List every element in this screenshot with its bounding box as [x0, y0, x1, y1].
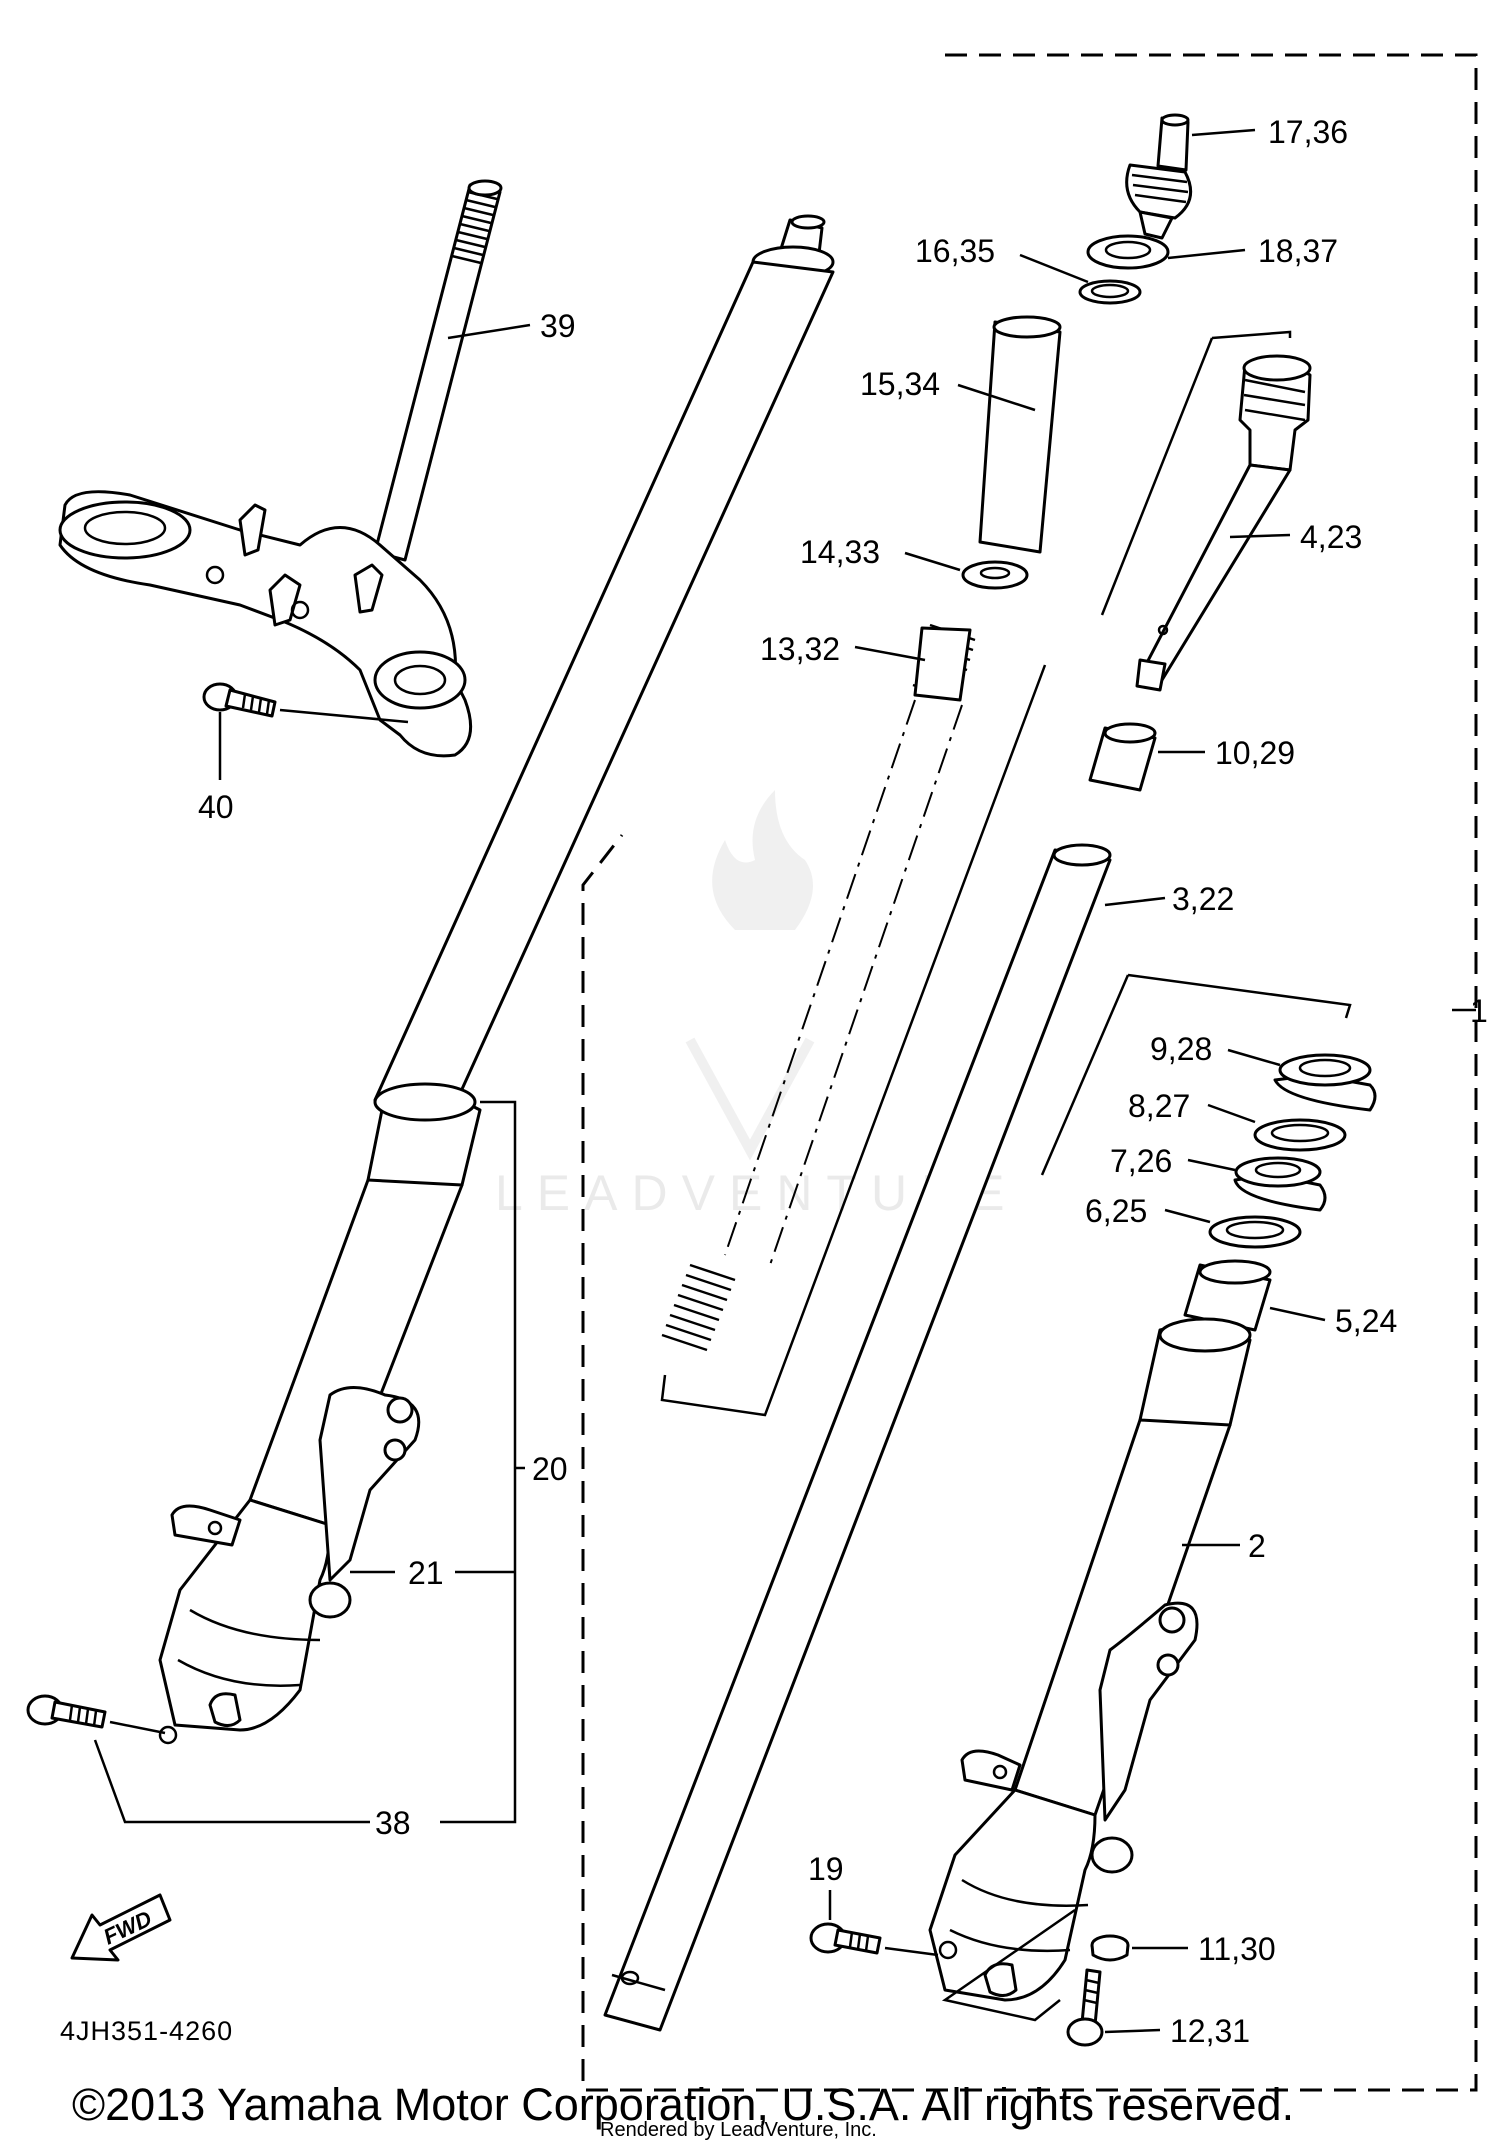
oring-11: [1090, 1934, 1130, 1962]
oring-18: [1086, 234, 1170, 270]
callout-21: 21: [408, 1555, 444, 1591]
collar-10: [1088, 722, 1157, 792]
callout-9-28: 9,28: [1150, 1031, 1212, 1067]
bushing-5: [1183, 1259, 1272, 1332]
callout-4-23: 4,23: [1300, 519, 1362, 555]
callout-11-30: 11,30: [1198, 1931, 1276, 1967]
callout-19: 19: [808, 1851, 844, 1887]
dust-seal-9: [1273, 1053, 1377, 1112]
bolt-40: [202, 682, 277, 718]
callout-3-22: 3,22: [1172, 881, 1234, 917]
diagram-code: 4JH351-4260: [60, 2016, 233, 2046]
callout-2: 2: [1248, 1528, 1266, 1564]
bolt-38: [26, 1694, 107, 1729]
flame-logo-icon: [712, 790, 813, 930]
bolt-19: [809, 1922, 882, 1955]
watermark: LEADVENTURE: [495, 790, 1005, 1221]
washer-16: [1078, 279, 1142, 305]
steering-stem-bracket: [58, 179, 503, 758]
callout-8-27: 8,27: [1128, 1088, 1190, 1124]
rendered-by-text: Rendered by LeadVenture, Inc.: [600, 2119, 877, 2141]
callout-38: 38: [375, 1805, 411, 1841]
callout-15-34: 15,34: [860, 366, 940, 402]
callout-10-29: 10,29: [1215, 735, 1295, 771]
callout-7-26: 7,26: [1110, 1143, 1172, 1179]
fork-spring: [660, 623, 1047, 1417]
callout-16-35: 16,35: [915, 233, 995, 269]
screw-12: [1066, 1968, 1104, 2047]
washer-14: [961, 560, 1029, 590]
callout-12-31: 12,31: [1170, 2013, 1250, 2049]
copyright-text: ©2013 Yamaha Motor Corporation, U.S.A. A…: [72, 2079, 1294, 2130]
fwd-arrow-icon: FWD: [70, 1893, 172, 1962]
spacer-15: [978, 315, 1062, 554]
callout-17-36: 17,36: [1268, 114, 1348, 150]
valve-bracket: [941, 1908, 1076, 2022]
seal-bracket: [1127, 973, 1352, 1019]
cap-bolt-17: [1125, 113, 1193, 240]
left-fork-leg: [158, 214, 835, 1745]
callout-14-33: 14,33: [800, 534, 880, 570]
callout-39: 39: [540, 308, 576, 344]
clip-8: [1253, 1118, 1347, 1152]
callout-6-25: 6,25: [1085, 1193, 1147, 1229]
assembly-boundary: [581, 53, 1478, 2092]
washer-6: [1208, 1215, 1302, 1249]
callout-13-32: 13,32: [760, 631, 840, 667]
damper-rod-4: [1100, 330, 1312, 692]
v-logo-icon: [685, 1037, 815, 1161]
callout-5-24: 5,24: [1335, 1303, 1397, 1339]
callout-20: 20: [532, 1451, 568, 1487]
inner-tube: [603, 843, 1112, 2032]
callout-18-37: 18,37: [1258, 233, 1338, 269]
callout-40: 40: [198, 789, 234, 825]
bracket-20: [480, 1100, 517, 1824]
callout-1: 1: [1470, 993, 1488, 1029]
oil-seal-7: [1233, 1156, 1327, 1212]
outer-tube-2: [928, 1317, 1252, 2002]
